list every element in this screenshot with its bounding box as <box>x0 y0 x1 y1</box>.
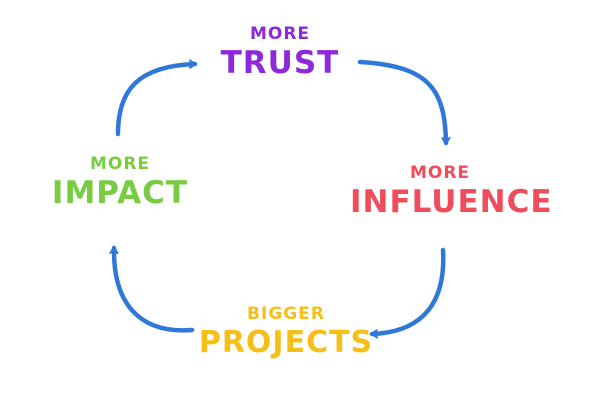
node-trust-prefix: MORE <box>249 24 311 44</box>
node-influence-prefix: MORE <box>409 163 471 183</box>
arrow-impact-to-trust <box>115 64 198 137</box>
arrow-trust-to-influence <box>357 59 446 146</box>
node-more-impact: MORE IMPACT <box>50 156 190 209</box>
node-more-trust: MORE TRUST <box>200 26 360 79</box>
arrow-influence-to-projects <box>369 247 446 334</box>
arrow-projects-to-impact <box>114 245 195 333</box>
node-trust-label: TRUST <box>220 45 340 81</box>
node-bigger-projects: BIGGER PROJECTS <box>196 306 376 358</box>
node-impact-prefix: MORE <box>89 154 151 174</box>
node-projects-prefix: BIGGER <box>247 304 325 324</box>
node-impact-label: IMPACT <box>51 175 189 211</box>
node-more-influence: MORE INFLUENCE <box>350 163 553 220</box>
node-influence-label: INFLUENCE <box>350 184 553 220</box>
node-projects-label: PROJECTS <box>198 325 374 360</box>
